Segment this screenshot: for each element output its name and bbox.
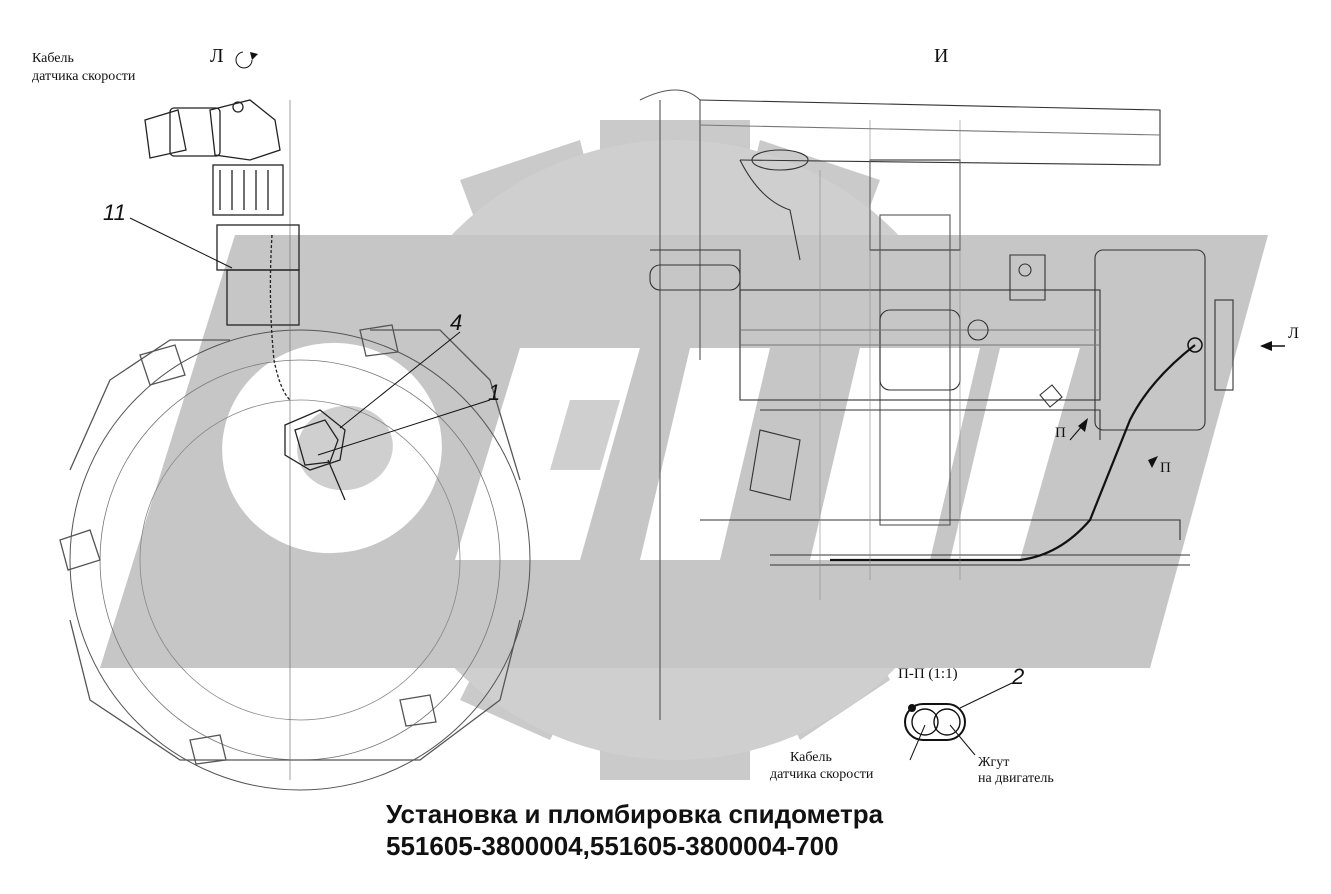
section-mark-1: П — [1055, 425, 1066, 441]
section-title: П-П (1:1) — [898, 666, 958, 682]
view-label-main: И — [934, 45, 948, 67]
leader-lines — [129, 51, 1013, 761]
view-label-left: Л — [210, 45, 224, 67]
label-harness-2: на двигатель — [978, 771, 1054, 786]
callout-1: 1 — [488, 380, 500, 405]
callout-4: 4 — [450, 310, 462, 335]
left-view-sensor — [59, 99, 531, 791]
label-cable-bottom-1: Кабель — [790, 750, 832, 765]
callout-11: 11 — [103, 200, 126, 225]
label-cable-top-1: Кабель — [32, 51, 74, 66]
label-harness-1: Жгут — [978, 755, 1009, 770]
main-view-assembly — [639, 89, 1285, 720]
watermark-logo — [100, 120, 1268, 780]
drawing-caption: Установка и пломбировка спидометра 55160… — [386, 798, 883, 862]
label-cable-bottom-2: датчика скорости — [770, 767, 874, 782]
caption-title: Установка и пломбировка спидометра — [386, 799, 884, 829]
section-mark-2: П — [1160, 460, 1171, 476]
caption-part-numbers: 551605-3800004,551605-3800004-700 — [386, 831, 839, 861]
label-cable-top-2: датчика скорости — [32, 69, 136, 84]
view-arrow-label: Л — [1288, 325, 1299, 342]
callout-2: 2 — [1011, 664, 1024, 689]
section-detail — [904, 703, 966, 741]
